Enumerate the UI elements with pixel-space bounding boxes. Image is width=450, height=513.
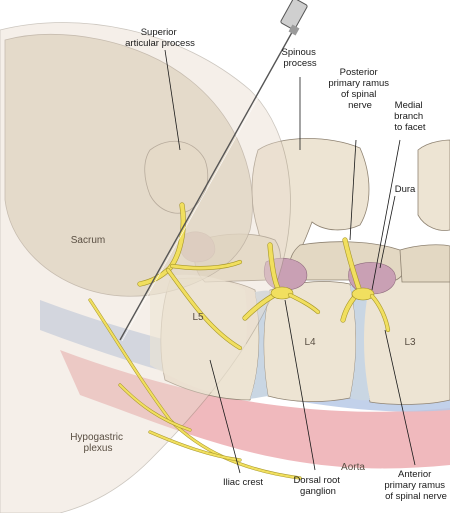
l3-spinous-process [417, 139, 450, 231]
label-l3: L3 [404, 337, 416, 348]
label-sacrum: Sacrum [71, 235, 105, 246]
label-hypogastric-plexus: Hypogastric plexus [70, 432, 126, 454]
nerve-l4 [242, 242, 321, 321]
label-dura: Dura [395, 184, 416, 195]
leader-medial-branch [371, 139, 401, 291]
label-l4: L4 [304, 337, 316, 348]
nerve-l5 [137, 202, 243, 351]
l4-spinous-process [251, 138, 370, 263]
hypogastric-plexus-nerves [88, 298, 302, 480]
l3-l4-disc [350, 282, 370, 401]
aorta-vessel [60, 350, 450, 469]
dorsal-root-ganglion-l3 [351, 287, 375, 301]
leader-dura [379, 195, 396, 269]
dorsal-root-ganglion-l4 [270, 286, 294, 300]
label-aorta: Aorta [341, 462, 365, 473]
l4-l5-disc [250, 290, 270, 399]
label-l5: L5 [192, 312, 204, 323]
leader-superior-articular [164, 49, 181, 151]
nerve-l3 [340, 237, 391, 333]
needle-icon [119, 0, 308, 342]
label-dorsal-root-ganglion: Dorsal root ganglion [293, 475, 342, 497]
label-superior-articular-process: Superior articular process [125, 27, 195, 49]
label-medial-branch: Medial branch to facet [394, 100, 426, 133]
label-iliac-crest: Iliac crest [223, 477, 263, 488]
label-posterior-primary-ramus: Posterior primary ramus of spinal nerve [328, 67, 391, 111]
superior-articular-process-shape [144, 141, 209, 214]
l3-lamina [399, 244, 450, 283]
leader-iliac-crest [209, 359, 241, 474]
sacrum [4, 33, 253, 297]
leader-dorsal-root [284, 299, 316, 471]
label-spinous-process: Spinous process [282, 47, 319, 69]
leader-anterior-ramus [384, 329, 416, 466]
l5-body-overlay [150, 274, 247, 395]
label-anterior-primary-ramus: Anterior primary ramus of spinal nerve [384, 469, 447, 502]
leader-posterior-ramus [349, 139, 357, 241]
